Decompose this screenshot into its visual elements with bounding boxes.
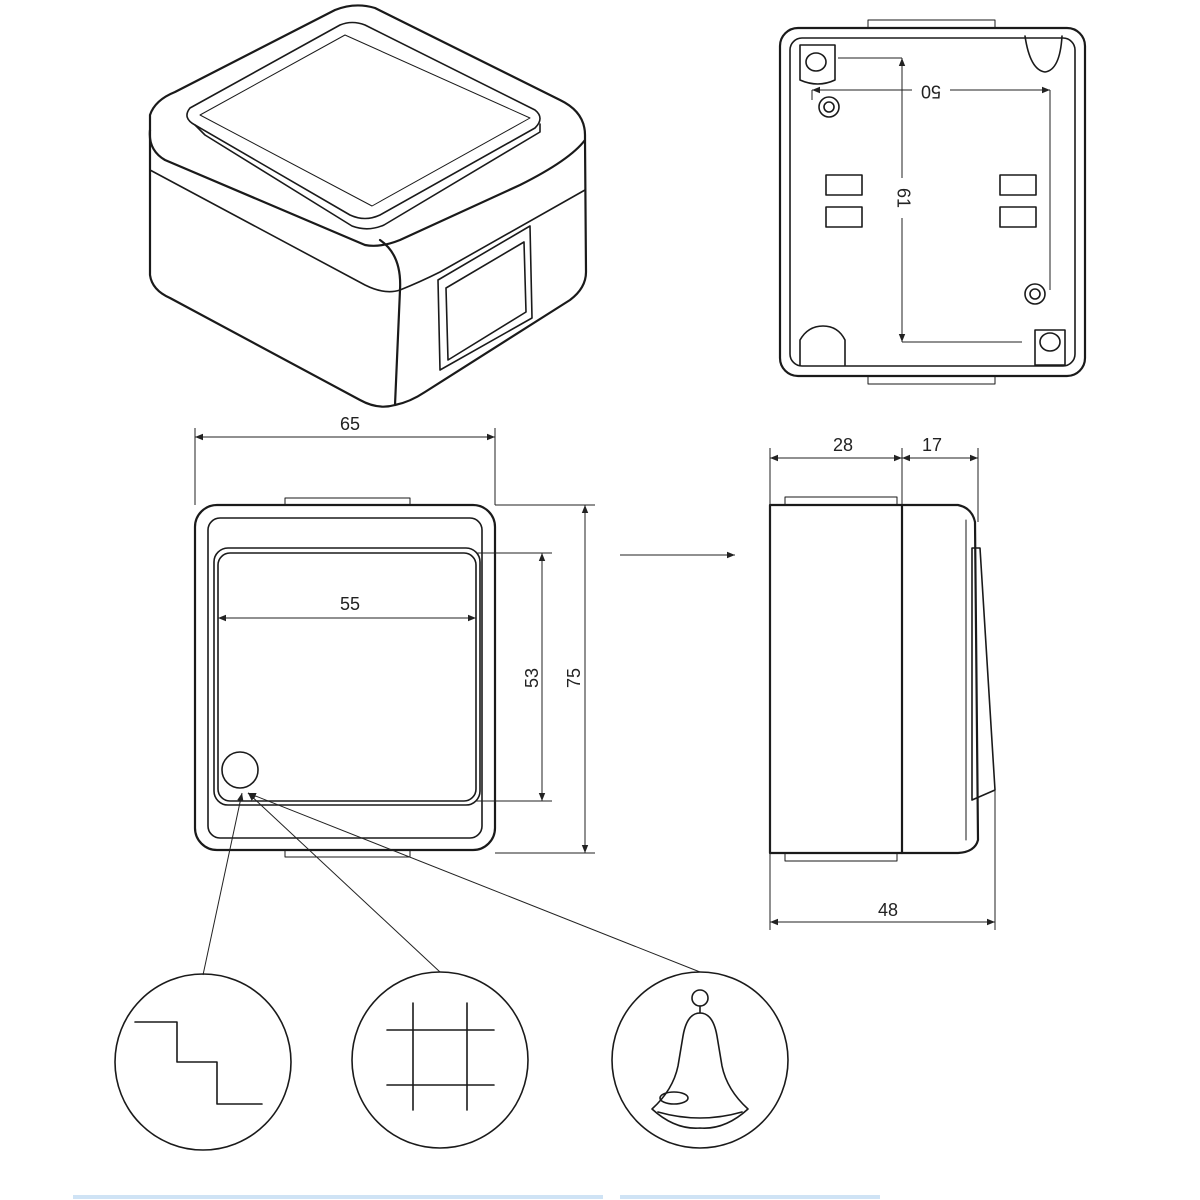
dim-inner-height: 53 bbox=[522, 668, 542, 688]
dim-top-width: 65 bbox=[340, 414, 360, 434]
dim-side-b: 17 bbox=[922, 435, 942, 455]
bell-icon bbox=[691, 989, 709, 1007]
dim-total-height: 75 bbox=[564, 668, 584, 688]
cross-switch-symbol bbox=[351, 971, 529, 1149]
front-view: 65 55 53 75 bbox=[193, 414, 701, 976]
dim-mount-width: 50 bbox=[921, 81, 941, 101]
dim-inner-width: 55 bbox=[340, 594, 360, 614]
dim-mount-height: 61 bbox=[893, 188, 913, 208]
bell-push-symbol bbox=[611, 971, 789, 1149]
dim-side-total: 48 bbox=[878, 900, 898, 920]
two-way-switch-symbol bbox=[114, 973, 292, 1151]
side-view: 28 17 48 bbox=[768, 435, 996, 930]
dim-side-a: 28 bbox=[833, 435, 853, 455]
isometric-view bbox=[148, 4, 588, 408]
back-view: 50 61 bbox=[778, 19, 1087, 385]
